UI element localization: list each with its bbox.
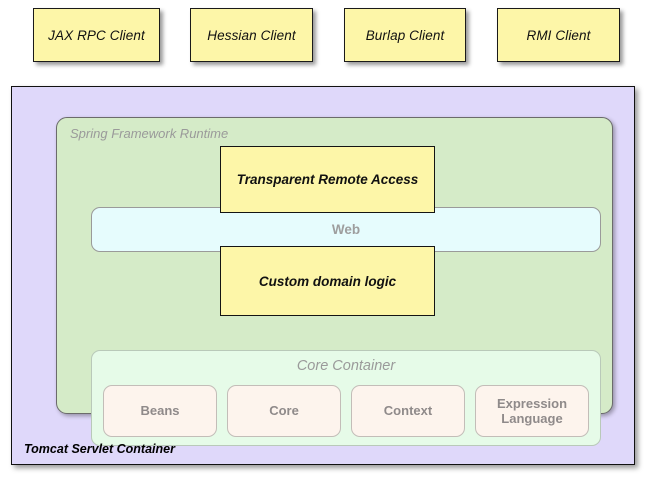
hessian-client-box: Hessian Client [190, 8, 313, 62]
transparent-remote-access-box: Transparent Remote Access [220, 146, 435, 213]
core-module-list: Beans Core Context Expression Language [103, 385, 589, 437]
transparent-remote-access-label: Transparent Remote Access [236, 172, 419, 187]
burlap-client-box: Burlap Client [344, 8, 466, 62]
core-module-beans: Beans [103, 385, 217, 437]
core-module-expression-language-label: Expression Language [496, 395, 568, 426]
burlap-client-label: Burlap Client [365, 27, 445, 43]
core-module-beans-label: Beans [140, 403, 180, 419]
jax-rpc-client-box: JAX RPC Client [33, 8, 160, 62]
core-container-label: Core Container [296, 358, 396, 374]
tomcat-servlet-container-label: Tomcat Servlet Container [24, 442, 175, 456]
rmi-client-label: RMI Client [526, 27, 591, 43]
core-module-context: Context [351, 385, 465, 437]
core-module-core: Core [227, 385, 341, 437]
core-module-core-label: Core [269, 403, 299, 419]
jax-rpc-client-label: JAX RPC Client [48, 27, 145, 43]
custom-domain-logic-box: Custom domain logic [220, 246, 435, 316]
hessian-client-label: Hessian Client [207, 27, 296, 43]
rmi-client-box: RMI Client [497, 8, 620, 62]
core-container-box: Core Container Beans Core Context Expres… [91, 350, 601, 446]
core-module-expression-language: Expression Language [475, 385, 589, 437]
core-module-context-label: Context [383, 403, 433, 419]
web-layer-label: Web [331, 222, 361, 237]
custom-domain-logic-label: Custom domain logic [258, 273, 397, 289]
spring-framework-runtime-label: Spring Framework Runtime [70, 126, 229, 141]
